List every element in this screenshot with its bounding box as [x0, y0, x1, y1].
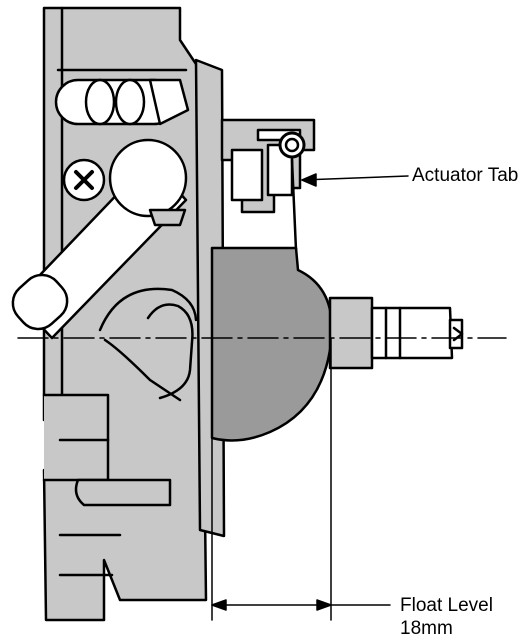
- screw-icon: [62, 158, 106, 202]
- float-arm: [11, 138, 188, 340]
- fuel-passage-arc: [98, 287, 198, 402]
- actuator-tab-label: Actuator Tab: [412, 165, 519, 186]
- actuator-tab-leader: [301, 173, 409, 187]
- needle-valve-housing: [220, 118, 316, 214]
- float-level-label: Float Level: [400, 595, 493, 616]
- float-level-dimension: [211, 337, 391, 621]
- upper-rollers: [54, 78, 190, 126]
- actuator-tab: [290, 158, 298, 252]
- float: [210, 246, 334, 442]
- fuel-inlet-fitting: [328, 296, 464, 370]
- float-level-value: 18mm: [400, 618, 453, 639]
